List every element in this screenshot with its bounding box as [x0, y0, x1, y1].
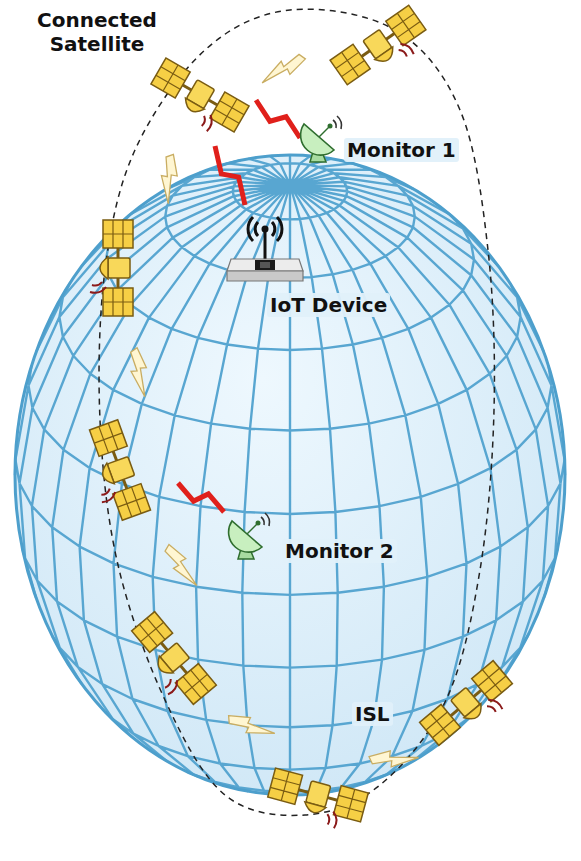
globe-fill [15, 155, 565, 795]
node-label: Connected Satellite [28, 8, 166, 56]
satellite-icon-frame [145, 45, 255, 145]
satellite-icon [144, 58, 249, 143]
radio-link [215, 146, 245, 205]
isl-bolt [225, 706, 275, 748]
isl-bolt [163, 540, 196, 591]
node-label: Monitor 2 [282, 539, 397, 563]
link-label: ISL [352, 702, 393, 726]
device-node: IoT Device [225, 205, 392, 318]
dish-icon-frame [228, 515, 270, 559]
iot-icon [227, 217, 303, 281]
isl-bolt [127, 347, 149, 396]
satellite-node: Connected Satellite [28, 8, 256, 146]
node-label: Monitor 1 [344, 138, 459, 162]
satellite-icon [420, 661, 521, 756]
satellite-icon [264, 768, 368, 834]
globe-grid-group [15, 155, 565, 795]
iot-icon-frame [225, 205, 305, 291]
isl-bolt [367, 745, 418, 775]
monitor-node: Monitor 2 [228, 515, 398, 564]
dish-icon-frame [300, 118, 342, 162]
satellite-icon [90, 220, 133, 316]
radio-link [256, 100, 300, 138]
satellites [77, 5, 520, 834]
monitor-node: Monitor 1 [300, 118, 460, 163]
label-holder: ISL [352, 702, 393, 726]
satellite-icon [330, 5, 433, 95]
isl-bolt [257, 53, 308, 83]
isl-bolt [151, 152, 184, 203]
orbit-path [99, 9, 494, 815]
globe-grid [15, 155, 565, 795]
satellite-icon [77, 420, 150, 525]
dish-icon [301, 116, 342, 162]
node-label: IoT Device [267, 293, 390, 317]
satellite-icon [122, 612, 217, 713]
globe-outline [15, 155, 565, 795]
downlink-bolt [178, 483, 224, 512]
orbit-group [99, 9, 494, 815]
dish-icon [229, 513, 270, 559]
